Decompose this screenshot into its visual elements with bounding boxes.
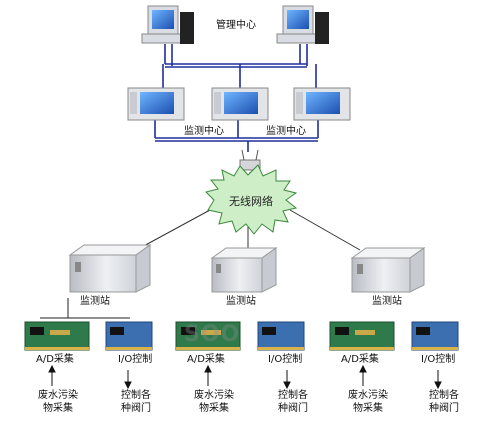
arrows: [48, 364, 442, 390]
monitoring-center-label-right: 监测中心: [266, 126, 306, 137]
wastewater-line1: 废水污染: [38, 390, 78, 401]
valve-label-middle: 控制各 种阀门: [265, 389, 321, 415]
ad-label-left: A/D采集: [36, 354, 74, 365]
management-bus: [162, 44, 317, 88]
io-label-right: I/O控制: [421, 354, 456, 365]
monitoring-center-label-left: 监测中心: [184, 126, 224, 137]
ad-board-left: [24, 321, 90, 351]
monitoring-pc-right: [293, 87, 351, 121]
io-label-middle: I/O控制: [268, 354, 303, 365]
wastewater-label-left: 废水污染 物采集: [30, 389, 86, 415]
wastewater-label-middle: 废水污染 物采集: [186, 389, 242, 415]
valve-line2: 种阀门: [278, 403, 308, 414]
io-board-right: [411, 321, 459, 351]
station-label-right: 监测站: [372, 296, 402, 307]
management-pc-left: [141, 5, 194, 44]
valve-label-left: 控制各 种阀门: [108, 389, 164, 415]
wireless-network-label: 无线网络: [229, 195, 273, 208]
wireless-cloud: [205, 164, 298, 235]
management-pc-right: [276, 5, 329, 44]
station-card-links: [40, 298, 130, 319]
wastewater-line2: 物采集: [43, 403, 73, 414]
valve-line1: 控制各: [278, 390, 308, 401]
station-right: [350, 247, 426, 293]
ad-label-middle: A/D采集: [187, 354, 225, 365]
io-label-left: I/O控制: [118, 354, 153, 365]
station-label-left: 监测站: [80, 296, 110, 307]
valve-line1: 控制各: [429, 390, 459, 401]
io-board-middle: [257, 321, 305, 351]
monitoring-bus: [154, 120, 319, 152]
monitoring-pc-left: [127, 87, 185, 121]
valve-line2: 种阀门: [429, 403, 459, 414]
ad-label-right: A/D采集: [341, 354, 379, 365]
wireless-router-icon: [239, 149, 261, 171]
management-center-label: 管理中心: [216, 20, 256, 31]
wastewater-line1: 废水污染: [348, 390, 388, 401]
wastewater-line1: 废水污染: [194, 390, 234, 401]
station-middle: [210, 247, 278, 293]
station-left: [68, 244, 152, 293]
monitoring-pc-middle: [211, 87, 269, 121]
valve-label-right: 控制各 种阀门: [416, 389, 472, 415]
watermark: SOO: [184, 322, 241, 347]
wastewater-line2: 物采集: [353, 403, 383, 414]
io-board-left: [105, 321, 153, 351]
station-label-middle: 监测站: [226, 296, 256, 307]
ad-board-middle: [175, 321, 241, 351]
wastewater-line2: 物采集: [199, 403, 229, 414]
wastewater-label-right: 废水污染 物采集: [340, 389, 396, 415]
valve-line2: 种阀门: [121, 403, 151, 414]
valve-line1: 控制各: [121, 390, 151, 401]
ad-board-right: [329, 321, 395, 351]
